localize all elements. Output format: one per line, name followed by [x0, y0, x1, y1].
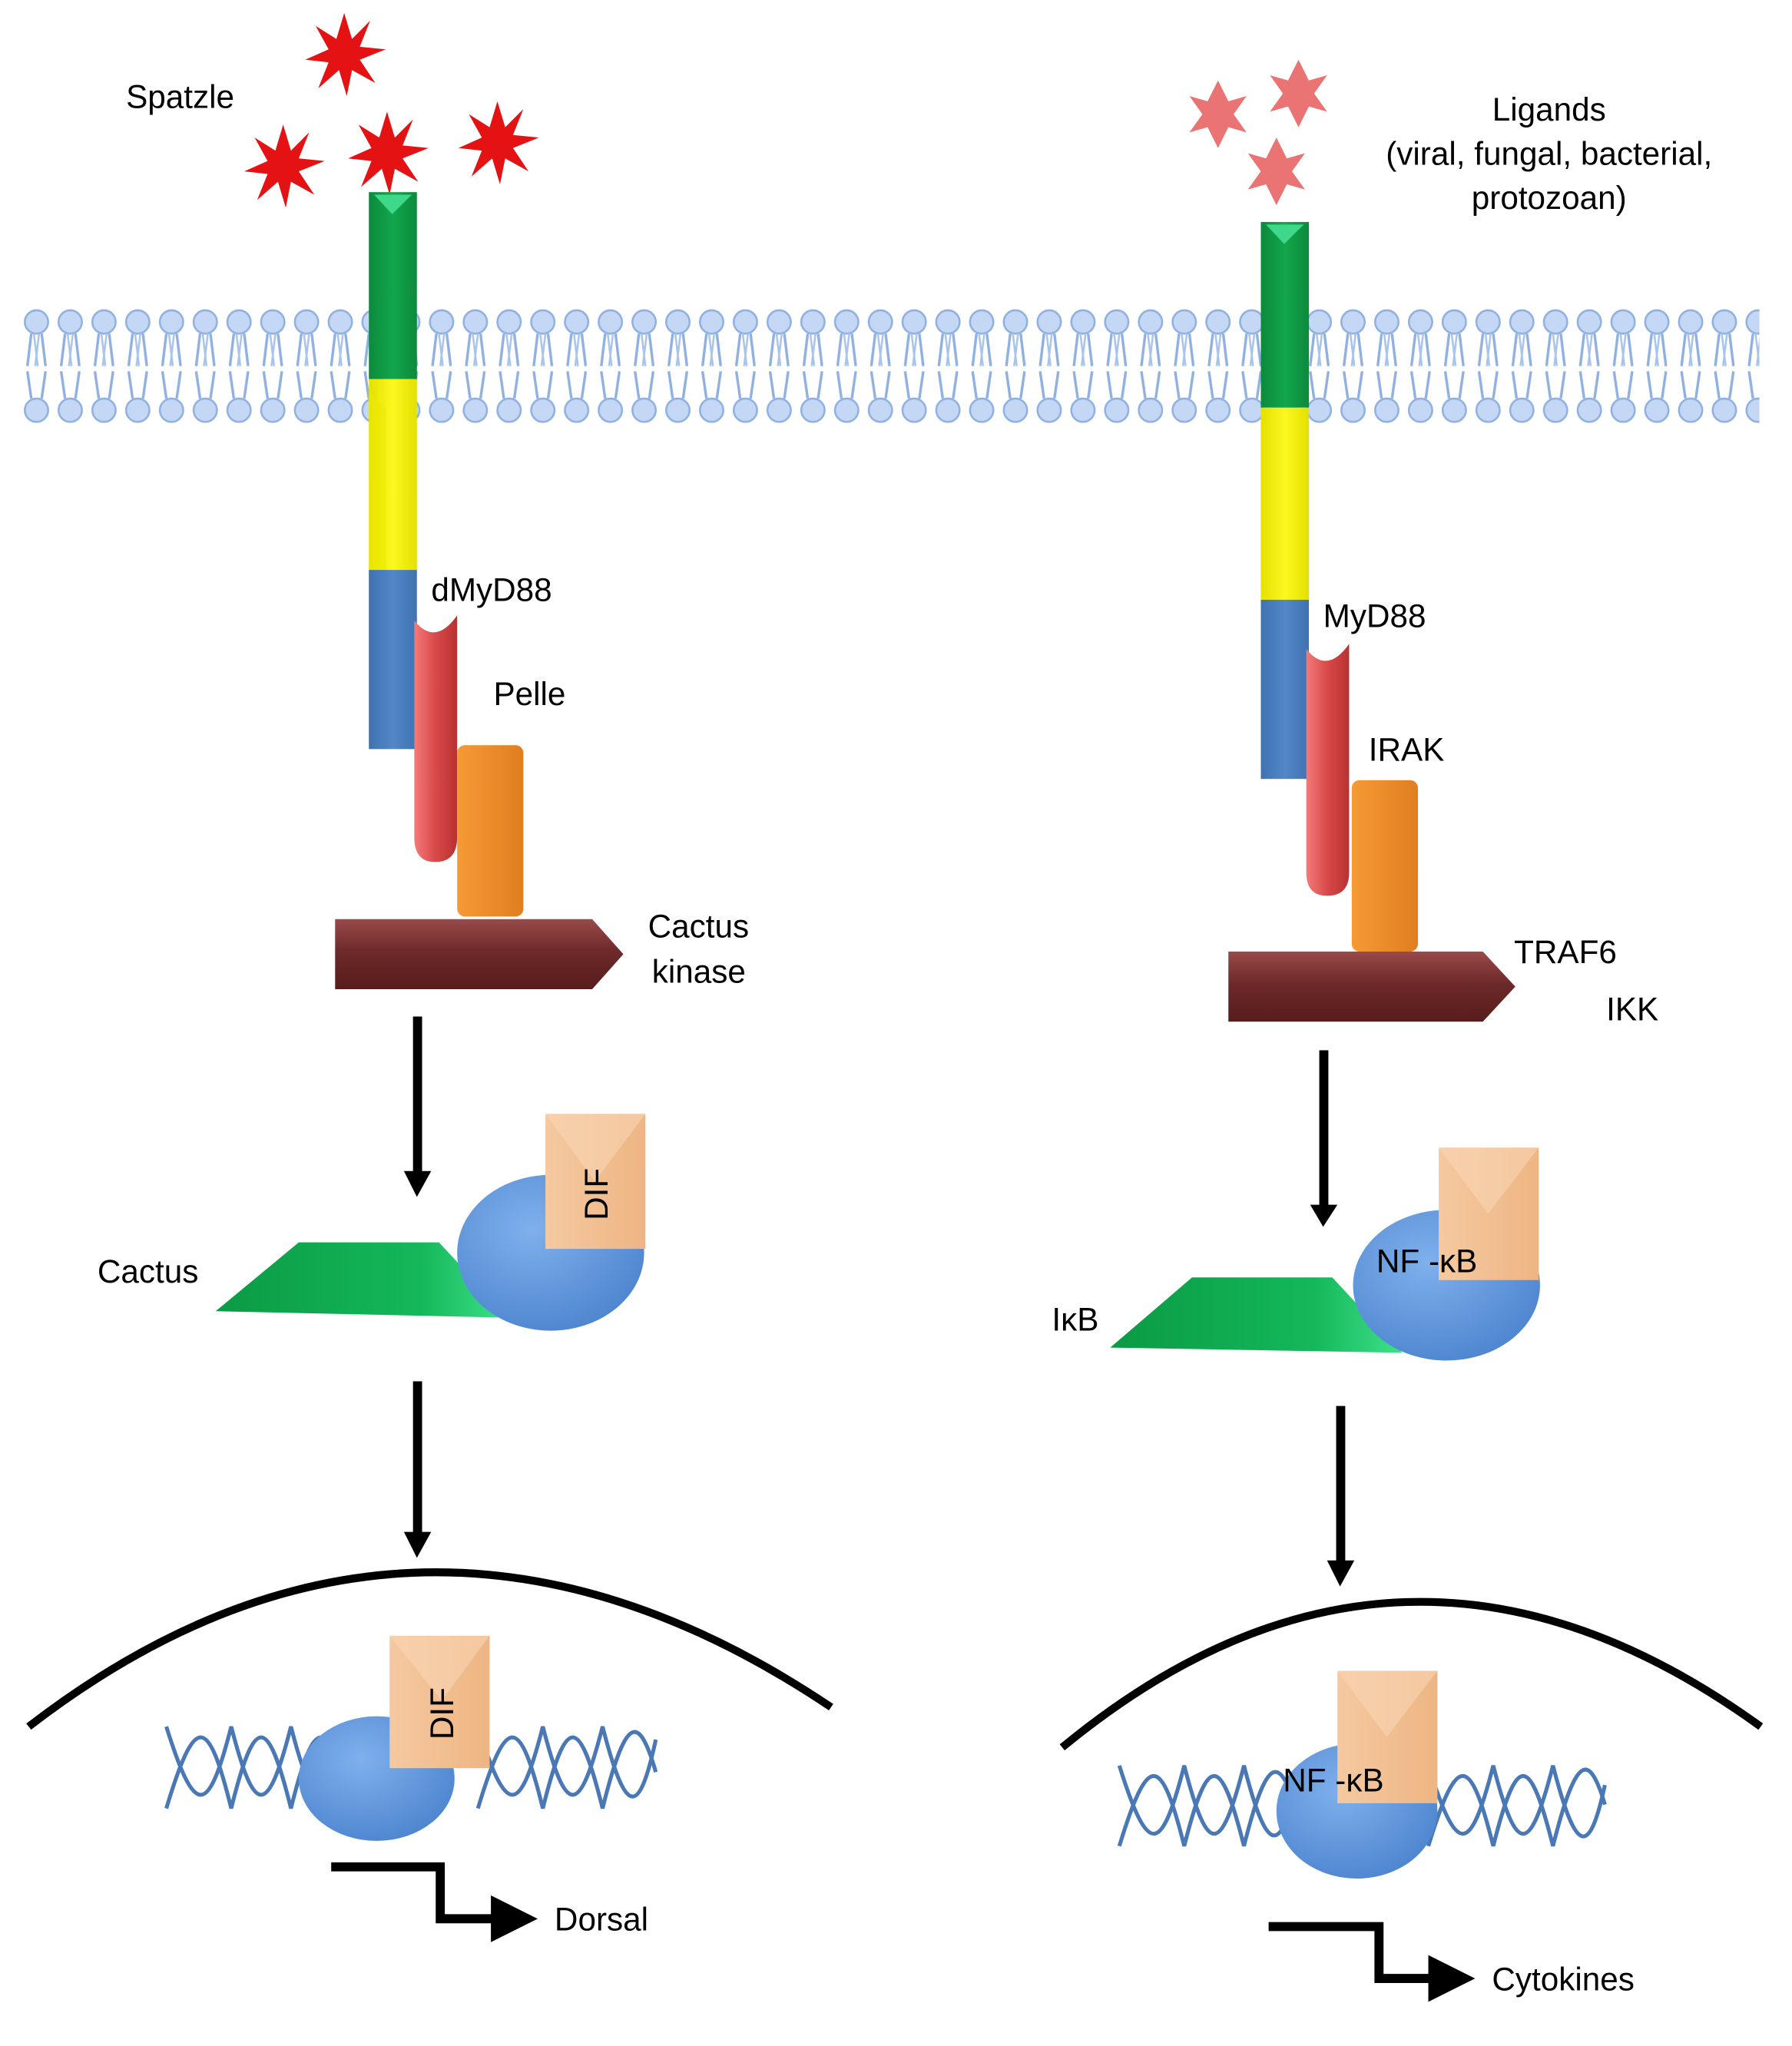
traf6-label: TRAF6	[1514, 934, 1617, 970]
toll-receptor	[369, 192, 417, 750]
right-dna-helix-icon	[1117, 1765, 1607, 1847]
cytokines-label: Cytokines	[1492, 1961, 1635, 1997]
right-arrow-down-1	[1310, 1050, 1338, 1227]
dmyd88-label: dMyD88	[431, 572, 552, 608]
traf6-ikk-shape	[1228, 952, 1515, 1022]
left-nuclear-envelope	[26, 1568, 833, 1730]
cactus-inhibitor	[215, 1242, 509, 1318]
spatzle-label: Spatzle	[126, 78, 234, 114]
pelle-kinase	[414, 615, 458, 862]
ligands-label-line2: (viral, fungal, bacterial,	[1386, 136, 1712, 172]
nfkb-label-nucleus: NF -κB	[1283, 1763, 1383, 1799]
cactus-label: Cactus	[98, 1253, 199, 1290]
right-nuclear-envelope	[1059, 1597, 1764, 1751]
cactus-kinase-shape	[335, 919, 624, 990]
left-orange-kinase	[457, 745, 524, 917]
ikb-inhibitor	[1110, 1277, 1403, 1353]
ligands-label-line3: protozoan)	[1472, 180, 1627, 216]
pathogen-ligands-icon	[1189, 59, 1327, 206]
tlr-receptor	[1260, 222, 1310, 780]
nfkb-label-cytoplasm: NF -κB	[1376, 1243, 1477, 1280]
right-orange-kinase	[1351, 780, 1419, 952]
spatzle-ligand-icon	[243, 12, 539, 208]
cell-membrane	[19, 306, 1760, 432]
cactus-kinase-label-line2: kinase	[652, 954, 746, 990]
irak-label: IRAK	[1369, 732, 1445, 768]
ikk-label: IKK	[1606, 992, 1658, 1028]
left-arrow-down-1	[403, 1016, 432, 1197]
right-pathway: Ligands (viral, fungal, bacterial, proto…	[1052, 59, 1764, 2002]
dif-label-nucleus: DIF	[424, 1687, 460, 1740]
right-transcription-arrow-icon	[1268, 1922, 1476, 2002]
ikb-label: IκB	[1052, 1302, 1098, 1338]
pelle-label: Pelle	[493, 676, 565, 712]
cactus-kinase-label-line1: Cactus	[648, 908, 750, 944]
left-transcription-arrow-icon	[331, 1862, 538, 1942]
left-pathway: Spatzle dMyD88 Pelle Cactus kinase Cactu…	[26, 12, 833, 1942]
right-arrow-down-2	[1327, 1405, 1355, 1587]
myd88-label: MyD88	[1323, 598, 1426, 634]
left-arrow-down-2	[403, 1381, 432, 1558]
dorsal-label: Dorsal	[555, 1902, 648, 1938]
dif-label-cytoplasm: DIF	[578, 1168, 614, 1220]
irak-kinase	[1306, 644, 1350, 896]
ligands-label-line1: Ligands	[1492, 91, 1606, 127]
